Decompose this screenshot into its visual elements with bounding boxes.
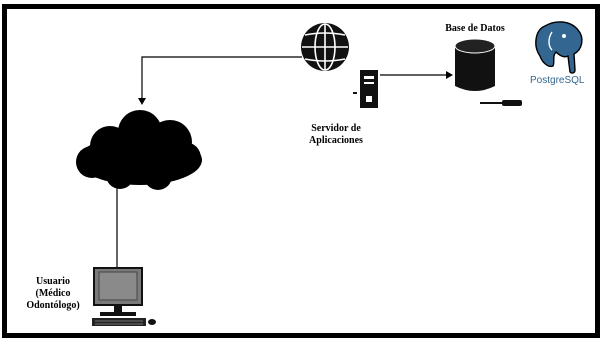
database-label: Base de Datos <box>430 23 520 35</box>
arrowhead-cloud <box>138 98 146 105</box>
postgresql-wordmark: PostgreSQL <box>530 75 585 86</box>
user-label: Usuario (Médico Odontólogo) <box>18 276 88 312</box>
link-server-cloud <box>141 56 302 100</box>
server-tower-icon <box>353 70 378 108</box>
server-label-line-2: Aplicaciones <box>309 135 363 146</box>
postgresql-elephant-icon <box>535 21 583 74</box>
server-label-line-1: Servidor de <box>311 123 361 134</box>
user-label-line-3: Odontólogo) <box>26 300 80 311</box>
database-label-text: Base de Datos <box>445 23 505 34</box>
desktop-computer-icon <box>92 267 156 326</box>
arrowhead-database <box>446 71 453 79</box>
user-label-line-2: (Médico <box>35 288 71 299</box>
database-cylinder-icon <box>454 38 522 106</box>
user-label-line-1: Usuario <box>36 276 70 287</box>
server-label: Servidor de Aplicaciones <box>286 123 386 147</box>
globe-icon <box>301 23 349 71</box>
cloud-icon <box>76 110 202 190</box>
